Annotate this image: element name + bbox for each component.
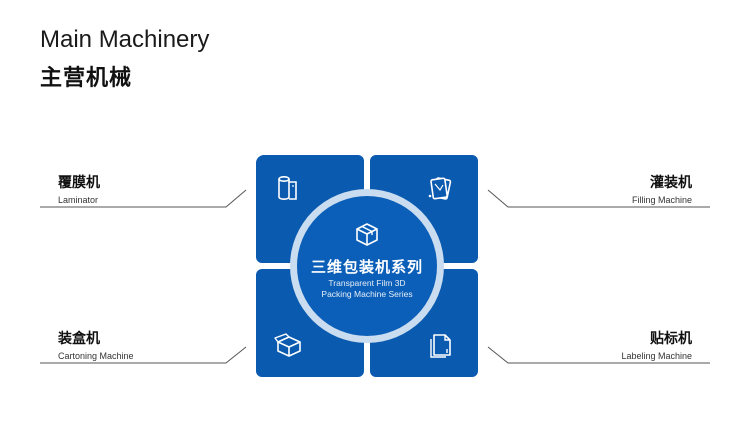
- open-box-icon: [274, 333, 301, 357]
- label-cartoning-en: Cartoning Machine: [58, 351, 134, 361]
- label-filling-en: Filling Machine: [631, 195, 692, 205]
- page-title-en: Main Machinery: [40, 26, 210, 53]
- cards-stack-icon: [428, 177, 452, 200]
- label-cartoning: 装盒机 Cartoning Machine: [58, 328, 134, 361]
- connector-cartoning: [40, 346, 247, 364]
- label-filling: 灌装机 Filling Machine: [632, 172, 692, 205]
- label-labeling-zh: 贴标机: [650, 330, 692, 346]
- label-labeling: 贴标机 Labeling Machine: [621, 328, 692, 361]
- label-laminator-zh: 覆膜机: [58, 174, 100, 190]
- page-title-zh: 主营机械: [40, 65, 133, 90]
- center-subtitle-line2: Packing Machine Series: [321, 289, 413, 299]
- center-subtitle-en: Transparent Film 3D Packing Machine Seri…: [297, 278, 437, 300]
- center-circle: [297, 196, 437, 336]
- label-laminator-en: Laminator: [58, 195, 99, 205]
- label-filling-zh: 灌装机: [650, 174, 692, 190]
- connector-labeling: [487, 346, 710, 364]
- connector-filling: [487, 189, 710, 208]
- film-roll-icon: [278, 175, 297, 200]
- label-labeling-en: Labeling Machine: [621, 351, 692, 361]
- center-subtitle-line1: Transparent Film 3D: [328, 278, 406, 288]
- label-laminator: 覆膜机 Laminator: [58, 172, 100, 205]
- box-icon: [356, 223, 378, 246]
- center-title-zh: 三维包装机系列: [310, 259, 423, 276]
- label-cartoning-zh: 装盒机: [58, 330, 100, 346]
- document-label-icon: [430, 334, 451, 358]
- connector-laminator: [40, 189, 247, 208]
